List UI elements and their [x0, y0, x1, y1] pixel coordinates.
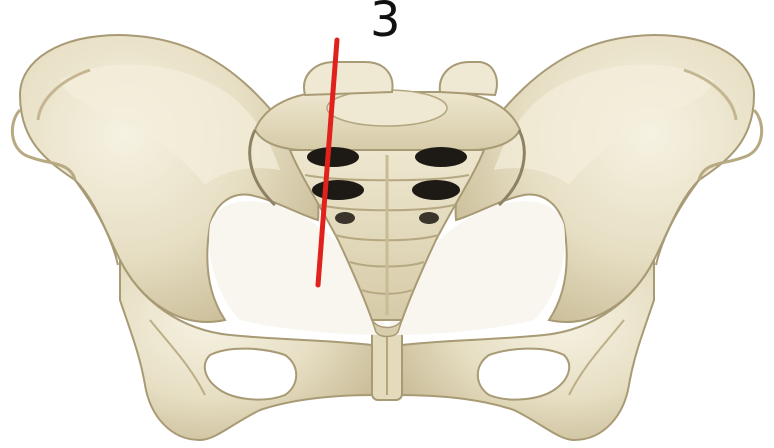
superior-articular-process-right: [440, 62, 497, 95]
pubic-symphysis: [372, 330, 402, 400]
superior-articular-process: [304, 62, 392, 95]
annotation-label: 3: [370, 0, 401, 44]
